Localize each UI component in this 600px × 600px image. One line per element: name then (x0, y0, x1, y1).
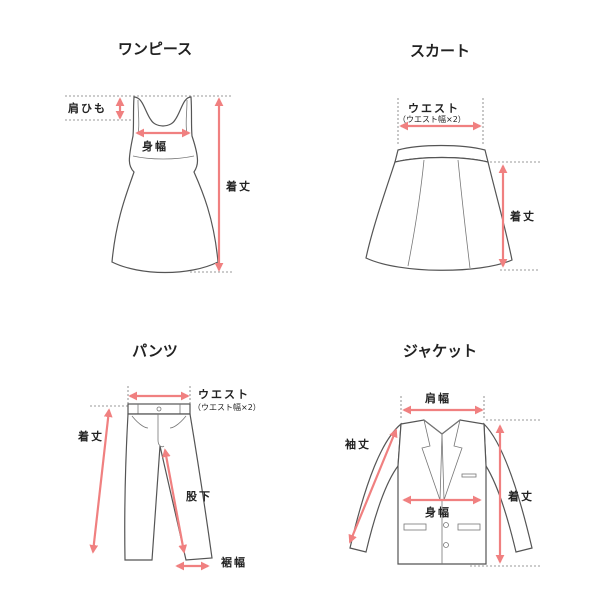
jacket-pocket-right (457, 523, 481, 531)
pants-length-measure (89, 408, 113, 554)
jacket-button-lower (443, 542, 449, 548)
pants-body-shape (124, 413, 213, 561)
pants-pocket-right (169, 415, 187, 429)
skirt-panel-seam-right (457, 159, 471, 269)
jacket-diagram (348, 396, 540, 567)
skirt-body-shape (365, 156, 513, 271)
pants-length-label: 着丈 (78, 430, 104, 443)
onepiece-diagram (65, 95, 232, 274)
pants-waist-label: ウエスト (198, 388, 250, 401)
jacket-length-label: 着丈 (508, 490, 534, 503)
onepiece-chest-label: 身幅 (142, 140, 168, 153)
skirt-length-label: 着丈 (510, 210, 536, 223)
onepiece-strap-label: 肩ひも (68, 102, 107, 115)
onepiece-dress-shape (111, 96, 219, 274)
skirt-panel-seam-left (407, 159, 425, 267)
jacket-lapel-left (421, 418, 443, 501)
jacket-pocket-left (403, 523, 427, 531)
skirt-title: スカート (409, 42, 470, 60)
pants-waistband (127, 403, 191, 415)
onepiece-waist-seam (132, 155, 195, 160)
pants-button-icon (156, 406, 162, 412)
skirt-waist-label: ウエスト (408, 102, 460, 115)
jacket-chest-pocket (461, 473, 477, 478)
jacket-button-upper (443, 522, 449, 528)
pants-diagram (89, 386, 213, 571)
pants-title: パンツ (132, 342, 178, 360)
pants-pocket-left (131, 415, 149, 429)
onepiece-length-label: 着丈 (226, 180, 252, 193)
jacket-chest-label: 身幅 (425, 506, 451, 519)
pants-inseam-measure (161, 448, 188, 554)
jacket-sleeve-label: 袖丈 (345, 438, 371, 451)
skirt-waist-note: （ウエスト幅×2） (398, 115, 466, 124)
pants-fly (157, 414, 165, 448)
onepiece-title: ワンピース (117, 40, 193, 58)
pants-inseam-label: 股下 (186, 490, 212, 503)
pants-hem-label: 裾幅 (221, 556, 247, 569)
skirt-diagram (365, 98, 540, 271)
jacket-sleeve-measure (348, 428, 398, 544)
jacket-title: ジャケット (402, 342, 478, 360)
jacket-lapel-right (441, 418, 463, 501)
jacket-shoulder-label: 肩幅 (425, 392, 451, 405)
pants-waist-note: （ウエスト幅×2） (193, 403, 261, 412)
